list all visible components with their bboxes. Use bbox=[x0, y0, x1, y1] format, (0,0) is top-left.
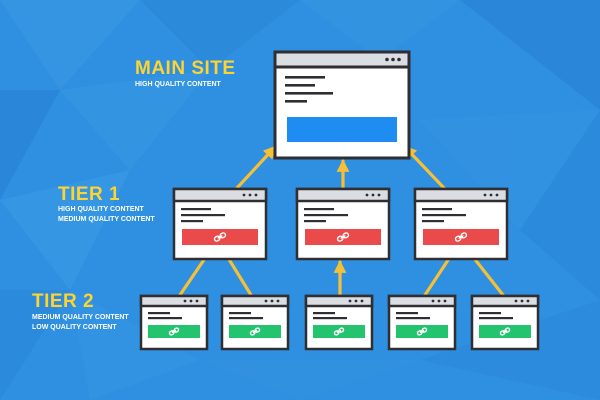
text-line bbox=[304, 220, 326, 223]
text-line bbox=[422, 220, 444, 223]
window-dot-icon bbox=[514, 299, 518, 303]
window-dot-icon bbox=[483, 193, 487, 197]
text-line bbox=[181, 214, 225, 217]
text-line bbox=[313, 317, 347, 320]
content-block bbox=[287, 117, 397, 142]
tier1-subtitle-line: MEDIUM QUALITY CONTENT bbox=[58, 216, 155, 223]
link-chain-icon bbox=[499, 327, 511, 336]
window-title-bar bbox=[295, 187, 391, 203]
window-dot-icon bbox=[354, 299, 358, 303]
text-line bbox=[181, 208, 211, 211]
window-dot-icon bbox=[189, 299, 193, 303]
text-line bbox=[229, 317, 263, 320]
site-windows bbox=[139, 50, 540, 351]
window-dot-icon bbox=[264, 299, 268, 303]
main-site-subtitle-line: HIGH QUALITY CONTENT bbox=[135, 81, 221, 88]
window-dot-icon bbox=[526, 299, 530, 303]
window-title-bar bbox=[273, 50, 411, 69]
window-dot-icon bbox=[391, 57, 395, 62]
text-line bbox=[422, 214, 466, 217]
tier2-subtitle-line: LOW QUALITY CONTENT bbox=[32, 324, 117, 331]
link-chain-icon bbox=[333, 327, 345, 336]
window-dot-icon bbox=[397, 57, 401, 62]
tier1-subtitle-line: HIGH QUALITY CONTENT bbox=[58, 206, 144, 213]
window-dot-icon bbox=[489, 193, 493, 197]
window-dot-icon bbox=[437, 299, 441, 303]
window-dot-icon bbox=[371, 193, 375, 197]
window-dot-icon bbox=[431, 299, 435, 303]
window-dot-icon bbox=[495, 193, 499, 197]
tier2-site-window bbox=[387, 294, 457, 351]
text-line bbox=[313, 312, 335, 315]
text-line bbox=[285, 84, 315, 87]
text-line bbox=[396, 317, 430, 320]
link-chain-icon bbox=[213, 232, 227, 242]
tier2-site-window bbox=[220, 294, 290, 351]
window-title-bar bbox=[387, 294, 457, 308]
window-dot-icon bbox=[195, 299, 199, 303]
window-dot-icon bbox=[520, 299, 524, 303]
window-dot-icon bbox=[360, 299, 364, 303]
window-dot-icon bbox=[276, 299, 280, 303]
window-dot-icon bbox=[183, 299, 187, 303]
text-line bbox=[422, 208, 452, 211]
tier2-site-window bbox=[304, 294, 374, 351]
window-dot-icon bbox=[365, 193, 369, 197]
text-line bbox=[479, 312, 501, 315]
text-line bbox=[304, 208, 334, 211]
tier2-site-window bbox=[139, 294, 209, 351]
window-dot-icon bbox=[385, 57, 389, 62]
tier2-title: TIER 2 bbox=[32, 291, 95, 312]
link-chain-icon bbox=[336, 232, 350, 242]
text-line bbox=[148, 317, 182, 320]
link-chain-icon bbox=[249, 327, 261, 336]
window-title-bar bbox=[470, 294, 540, 308]
main-site-window bbox=[273, 50, 411, 160]
text-line bbox=[285, 100, 307, 103]
text-line bbox=[285, 92, 333, 95]
tier1-title: TIER 1 bbox=[58, 184, 121, 205]
tier2-subtitle-line: MEDIUM QUALITY CONTENT bbox=[32, 314, 129, 321]
text-line bbox=[396, 312, 418, 315]
text-line bbox=[285, 76, 325, 79]
window-dot-icon bbox=[242, 193, 246, 197]
tier1-site-window bbox=[413, 187, 509, 261]
window-title-bar bbox=[220, 294, 290, 308]
window-dot-icon bbox=[443, 299, 447, 303]
text-line bbox=[479, 317, 513, 320]
window-dot-icon bbox=[248, 193, 252, 197]
window-dot-icon bbox=[348, 299, 352, 303]
tier2-subtitle: MEDIUM QUALITY CONTENT LOW QUALITY CONTE… bbox=[32, 313, 129, 333]
link-arrow bbox=[235, 145, 277, 190]
window-title-bar bbox=[139, 294, 209, 308]
tier1-site-window bbox=[172, 187, 268, 261]
main-site-subtitle: HIGH QUALITY CONTENT bbox=[135, 80, 221, 90]
text-line bbox=[181, 220, 203, 223]
link-arrow bbox=[403, 145, 446, 190]
window-dot-icon bbox=[377, 193, 381, 197]
text-line bbox=[304, 214, 348, 217]
window-title-bar bbox=[413, 187, 509, 203]
main-site-title: MAIN SITE bbox=[135, 58, 236, 79]
link-chain-icon bbox=[168, 327, 180, 336]
tier1-subtitle: HIGH QUALITY CONTENT MEDIUM QUALITY CONT… bbox=[58, 205, 155, 225]
link-chain-icon bbox=[416, 327, 428, 336]
window-title-bar bbox=[304, 294, 374, 308]
tier2-site-window bbox=[470, 294, 540, 351]
text-line bbox=[229, 312, 251, 315]
text-line bbox=[148, 312, 170, 315]
window-dot-icon bbox=[270, 299, 274, 303]
window-dot-icon bbox=[254, 193, 258, 197]
tier1-site-window bbox=[295, 187, 391, 261]
link-chain-icon bbox=[454, 232, 468, 242]
window-title-bar bbox=[172, 187, 268, 203]
